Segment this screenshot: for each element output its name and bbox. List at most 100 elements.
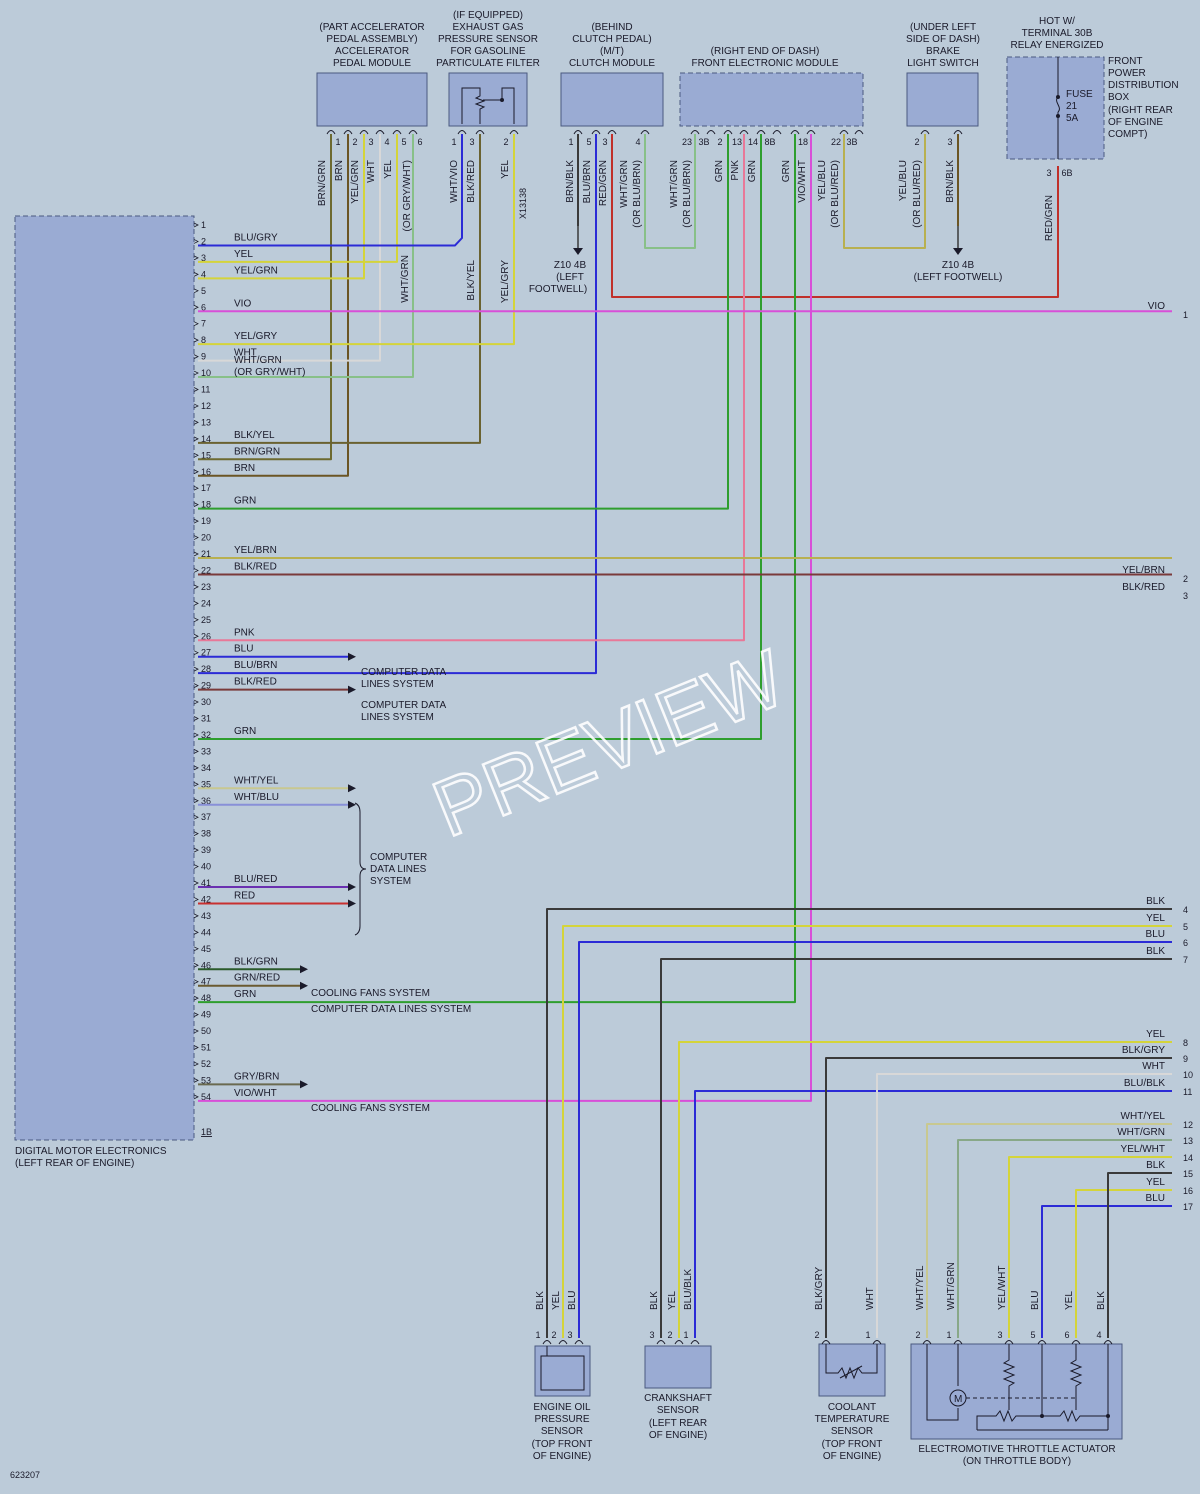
ecu-wire-label: GRN/RED: [234, 973, 280, 984]
terminal-icon: [1103, 1340, 1113, 1345]
system-ref-label[interactable]: COMPUTER DATA: [361, 667, 447, 678]
vertical-wire-label: BRN: [334, 160, 345, 181]
ground-left-footwell-1: Z10 4B (LEFT FOOTWELL): [529, 226, 587, 295]
connector-pin-number: 2: [503, 137, 508, 147]
system-ref-label[interactable]: COOLING FANS SYSTEM: [311, 1103, 430, 1114]
ecu-block: [14, 215, 195, 1141]
ecu-wire-label: RED: [234, 890, 255, 901]
system-ref-label[interactable]: DATA LINES: [370, 864, 427, 875]
terminal-icon: [475, 130, 485, 135]
vertical-wire-label: BRN/BLK: [565, 160, 576, 203]
component-label: (TOP FRONT: [822, 1439, 883, 1450]
right-ref-wire-label: BLU: [1146, 1193, 1165, 1204]
arrow-icon: [348, 784, 356, 793]
ecu-wire-label: WHT/GRN: [234, 355, 282, 366]
bottom-wire-label: BLU: [567, 1291, 578, 1310]
terminal-icon: [674, 1340, 684, 1345]
pin-chevron: [193, 452, 199, 458]
connector-pin-number: 1: [683, 1330, 688, 1340]
ecu-label: (LEFT REAR OF ENGINE): [15, 1158, 134, 1169]
wire: [644, 134, 696, 249]
pin-chevron: [193, 962, 199, 968]
ecu-pin-number: 52: [201, 1059, 211, 1069]
pin-chevron: [193, 617, 199, 623]
bottom-wire-label: BLU/BLK: [683, 1269, 694, 1310]
ecu-pin-number: 48: [201, 993, 211, 1003]
system-ref-label[interactable]: COMPUTER DATA: [361, 700, 447, 711]
terminal-icon: [739, 130, 749, 135]
pin-chevron: [193, 716, 199, 721]
vertical-wire-label: BRN/BLK: [945, 160, 956, 203]
system-ref-label[interactable]: COOLING FANS SYSTEM: [311, 988, 430, 999]
component-label: (RIGHT END OF DASH): [711, 46, 820, 57]
ecu-wire-labels: BLU/GRYYELYEL/GRNVIOYEL/GRYWHTWHT/GRN(OR…: [234, 232, 305, 1098]
pin-chevron: [193, 288, 199, 294]
system-ref-label[interactable]: COMPUTER DATA LINES SYSTEM: [311, 1004, 471, 1015]
ground-label: (LEFT FOOTWELL): [914, 272, 1003, 283]
ecu-wire-label: BLK/RED: [234, 677, 277, 688]
terminal-icon: [854, 130, 864, 135]
component-label: SENSOR: [657, 1405, 699, 1416]
ecu-wire-label: GRN: [234, 989, 256, 1000]
bottom-wire-label: BLU: [1030, 1291, 1041, 1310]
terminal-icon: [542, 1340, 552, 1345]
pin-chevron: [193, 798, 199, 804]
connector-pin-number: 3: [997, 1330, 1002, 1340]
pin-chevron: [193, 1045, 199, 1050]
connector-pin-number: 5: [401, 137, 406, 147]
fuse-label: FUSE: [1066, 89, 1093, 100]
ecu-pin-number: 19: [201, 516, 211, 526]
fuse-box-label: DISTRIBUTION: [1108, 80, 1179, 91]
connector-pin-number: 3: [602, 137, 607, 147]
ecu-pin-number: 4: [201, 269, 206, 279]
component-label: EXHAUST GAS: [453, 22, 524, 33]
wire: [926, 1123, 1172, 1338]
ecu-pin-number: 7: [201, 319, 206, 329]
right-ref-number: 14: [1183, 1153, 1193, 1163]
ecu-wire-label: BRN: [234, 463, 255, 474]
vertical-wire-label: YEL/GRN: [350, 160, 361, 204]
bottom-wire-label: WHT/GRN: [946, 1262, 957, 1310]
connector-pin-number: 3: [567, 1330, 572, 1340]
system-ref-label[interactable]: LINES SYSTEM: [361, 679, 434, 690]
pin-chevron: [193, 551, 199, 557]
pin-chevron: [193, 814, 199, 820]
system-ref-label[interactable]: COMPUTER: [370, 852, 427, 863]
pin-chevron: [193, 666, 199, 672]
ecu-pin-number: 37: [201, 812, 211, 822]
connector-pin-number: 3B: [698, 137, 709, 147]
system-ref-label[interactable]: LINES SYSTEM: [361, 712, 434, 723]
pin-chevron: [193, 650, 199, 656]
ecu-pin-number: 32: [201, 730, 211, 740]
pin-chevron: [193, 535, 199, 540]
component-label: PARTICULATE FILTER: [436, 58, 540, 69]
arrow-icon: [348, 883, 356, 891]
vertical-wire-label: YEL/BLU: [898, 160, 909, 201]
ecu-pin-number: 6: [201, 302, 206, 312]
system-ref-label[interactable]: SYSTEM: [370, 876, 411, 887]
vertical-wire-label: GRN: [747, 160, 758, 182]
component-label: SENSOR: [831, 1426, 873, 1437]
wire: [198, 134, 515, 346]
terminal-icon: [574, 1340, 584, 1345]
component-label: SIDE OF DASH): [906, 34, 980, 45]
pin-chevron: [193, 469, 199, 475]
wire: [198, 134, 481, 444]
pin-chevron: [193, 880, 199, 886]
accelerator-pedal-module: (PART ACCELERATOR PEDAL ASSEMBLY) ACCELE…: [316, 22, 428, 127]
component-label: FRONT ELECTRONIC MODULE: [691, 58, 838, 69]
pin-chevron: [193, 1012, 199, 1017]
terminal-icon: [375, 130, 385, 135]
ecu-pin-number: 54: [201, 1092, 211, 1102]
ecu-pin-number: 38: [201, 829, 211, 839]
pin-chevron: [193, 831, 199, 837]
wire: [198, 134, 812, 1102]
engine-oil-pressure-sensor: ENGINE OIL PRESSURE SENSOR (TOP FRONT OF…: [532, 1345, 592, 1462]
pin-chevron: [193, 864, 199, 869]
ecu-wire-label: YEL: [234, 249, 253, 260]
pin-chevron: [193, 1094, 199, 1100]
terminal-icon: [872, 1340, 882, 1345]
ecu-pin-number: 42: [201, 894, 211, 904]
connector-pin-number: 1: [335, 137, 340, 147]
